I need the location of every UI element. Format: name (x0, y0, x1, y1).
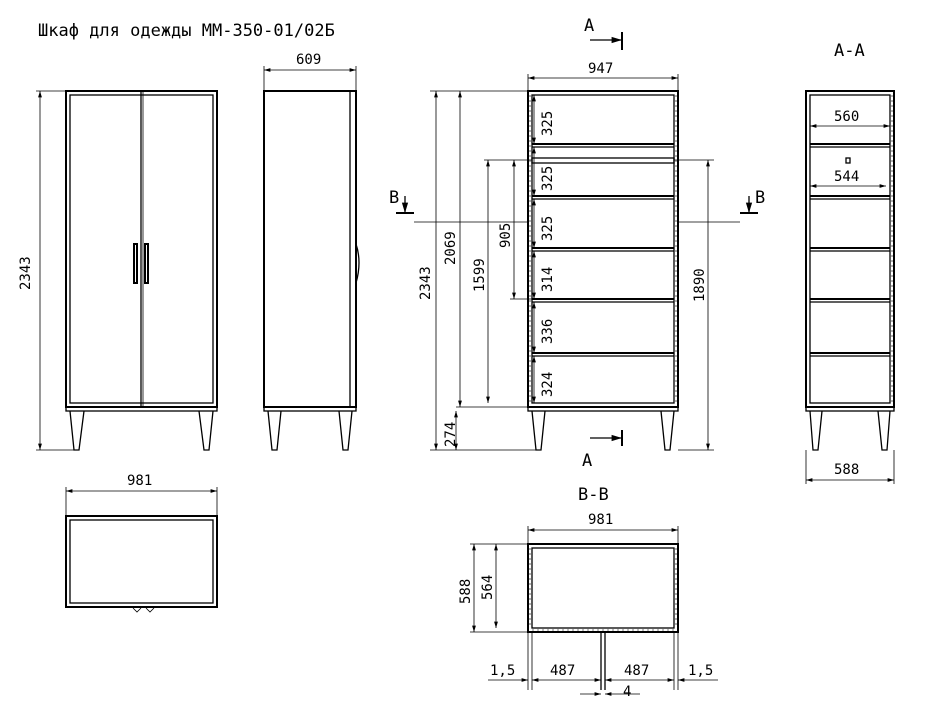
section-aa-title: A-A (834, 41, 865, 61)
top-width-label: 981 (127, 473, 152, 489)
section-height-2069: 2069 (443, 231, 459, 265)
section-aa-depth-544: 544 (834, 169, 859, 185)
side-depth-label: 609 (296, 52, 321, 68)
section-leg-height: 274 (443, 422, 459, 447)
section-height-1890: 1890 (692, 268, 708, 302)
section-mark-a-bottom: A (582, 451, 592, 471)
section-aa-depth-560: 560 (834, 109, 859, 125)
section-bb-door-left: 487 (550, 663, 575, 679)
section-bb-side-right: 1,5 (688, 663, 713, 679)
section-bb-width: 981 (588, 512, 613, 528)
section-bb-side-left: 1,5 (490, 663, 515, 679)
section-aa-depth-588: 588 (834, 462, 859, 478)
shelf-height-2: 325 (540, 166, 556, 191)
section-bb-door-right: 487 (624, 663, 649, 679)
section-mark-b-right: B (755, 188, 765, 208)
top-view: 981 (65, 473, 218, 613)
front-height-label: 2343 (18, 256, 34, 290)
section-aa: A-A 560 544 588 (805, 41, 895, 484)
front-section: A 947 325 325 325 314 336 (389, 16, 765, 471)
section-total-height: 2343 (418, 266, 434, 300)
section-bb-title: B-B (578, 485, 609, 505)
section-height-1599: 1599 (472, 258, 488, 292)
drawing-title: Шкаф для одежды ММ-350-01/02Б (38, 21, 335, 41)
shelf-height-6: 324 (540, 372, 556, 397)
shelf-height-5: 336 (540, 319, 556, 344)
shelf-height-1: 325 (540, 111, 556, 136)
section-mark-b-left: B (389, 188, 399, 208)
section-mark-a-top: A (584, 16, 594, 36)
shelf-height-3: 325 (540, 216, 556, 241)
section-bb-depth-588: 588 (458, 579, 474, 604)
shelf-height-4: 314 (540, 267, 556, 292)
section-height-905: 905 (498, 223, 514, 248)
section-bb-depth-564: 564 (480, 575, 496, 600)
section-bb: B-B 981 588 564 1,5 487 487 1,5 4 (458, 485, 718, 700)
section-bb-gap: 4 (623, 684, 631, 700)
section-width-label: 947 (588, 61, 613, 77)
side-view: 609 (263, 52, 360, 451)
front-view: 2343 (18, 90, 218, 451)
